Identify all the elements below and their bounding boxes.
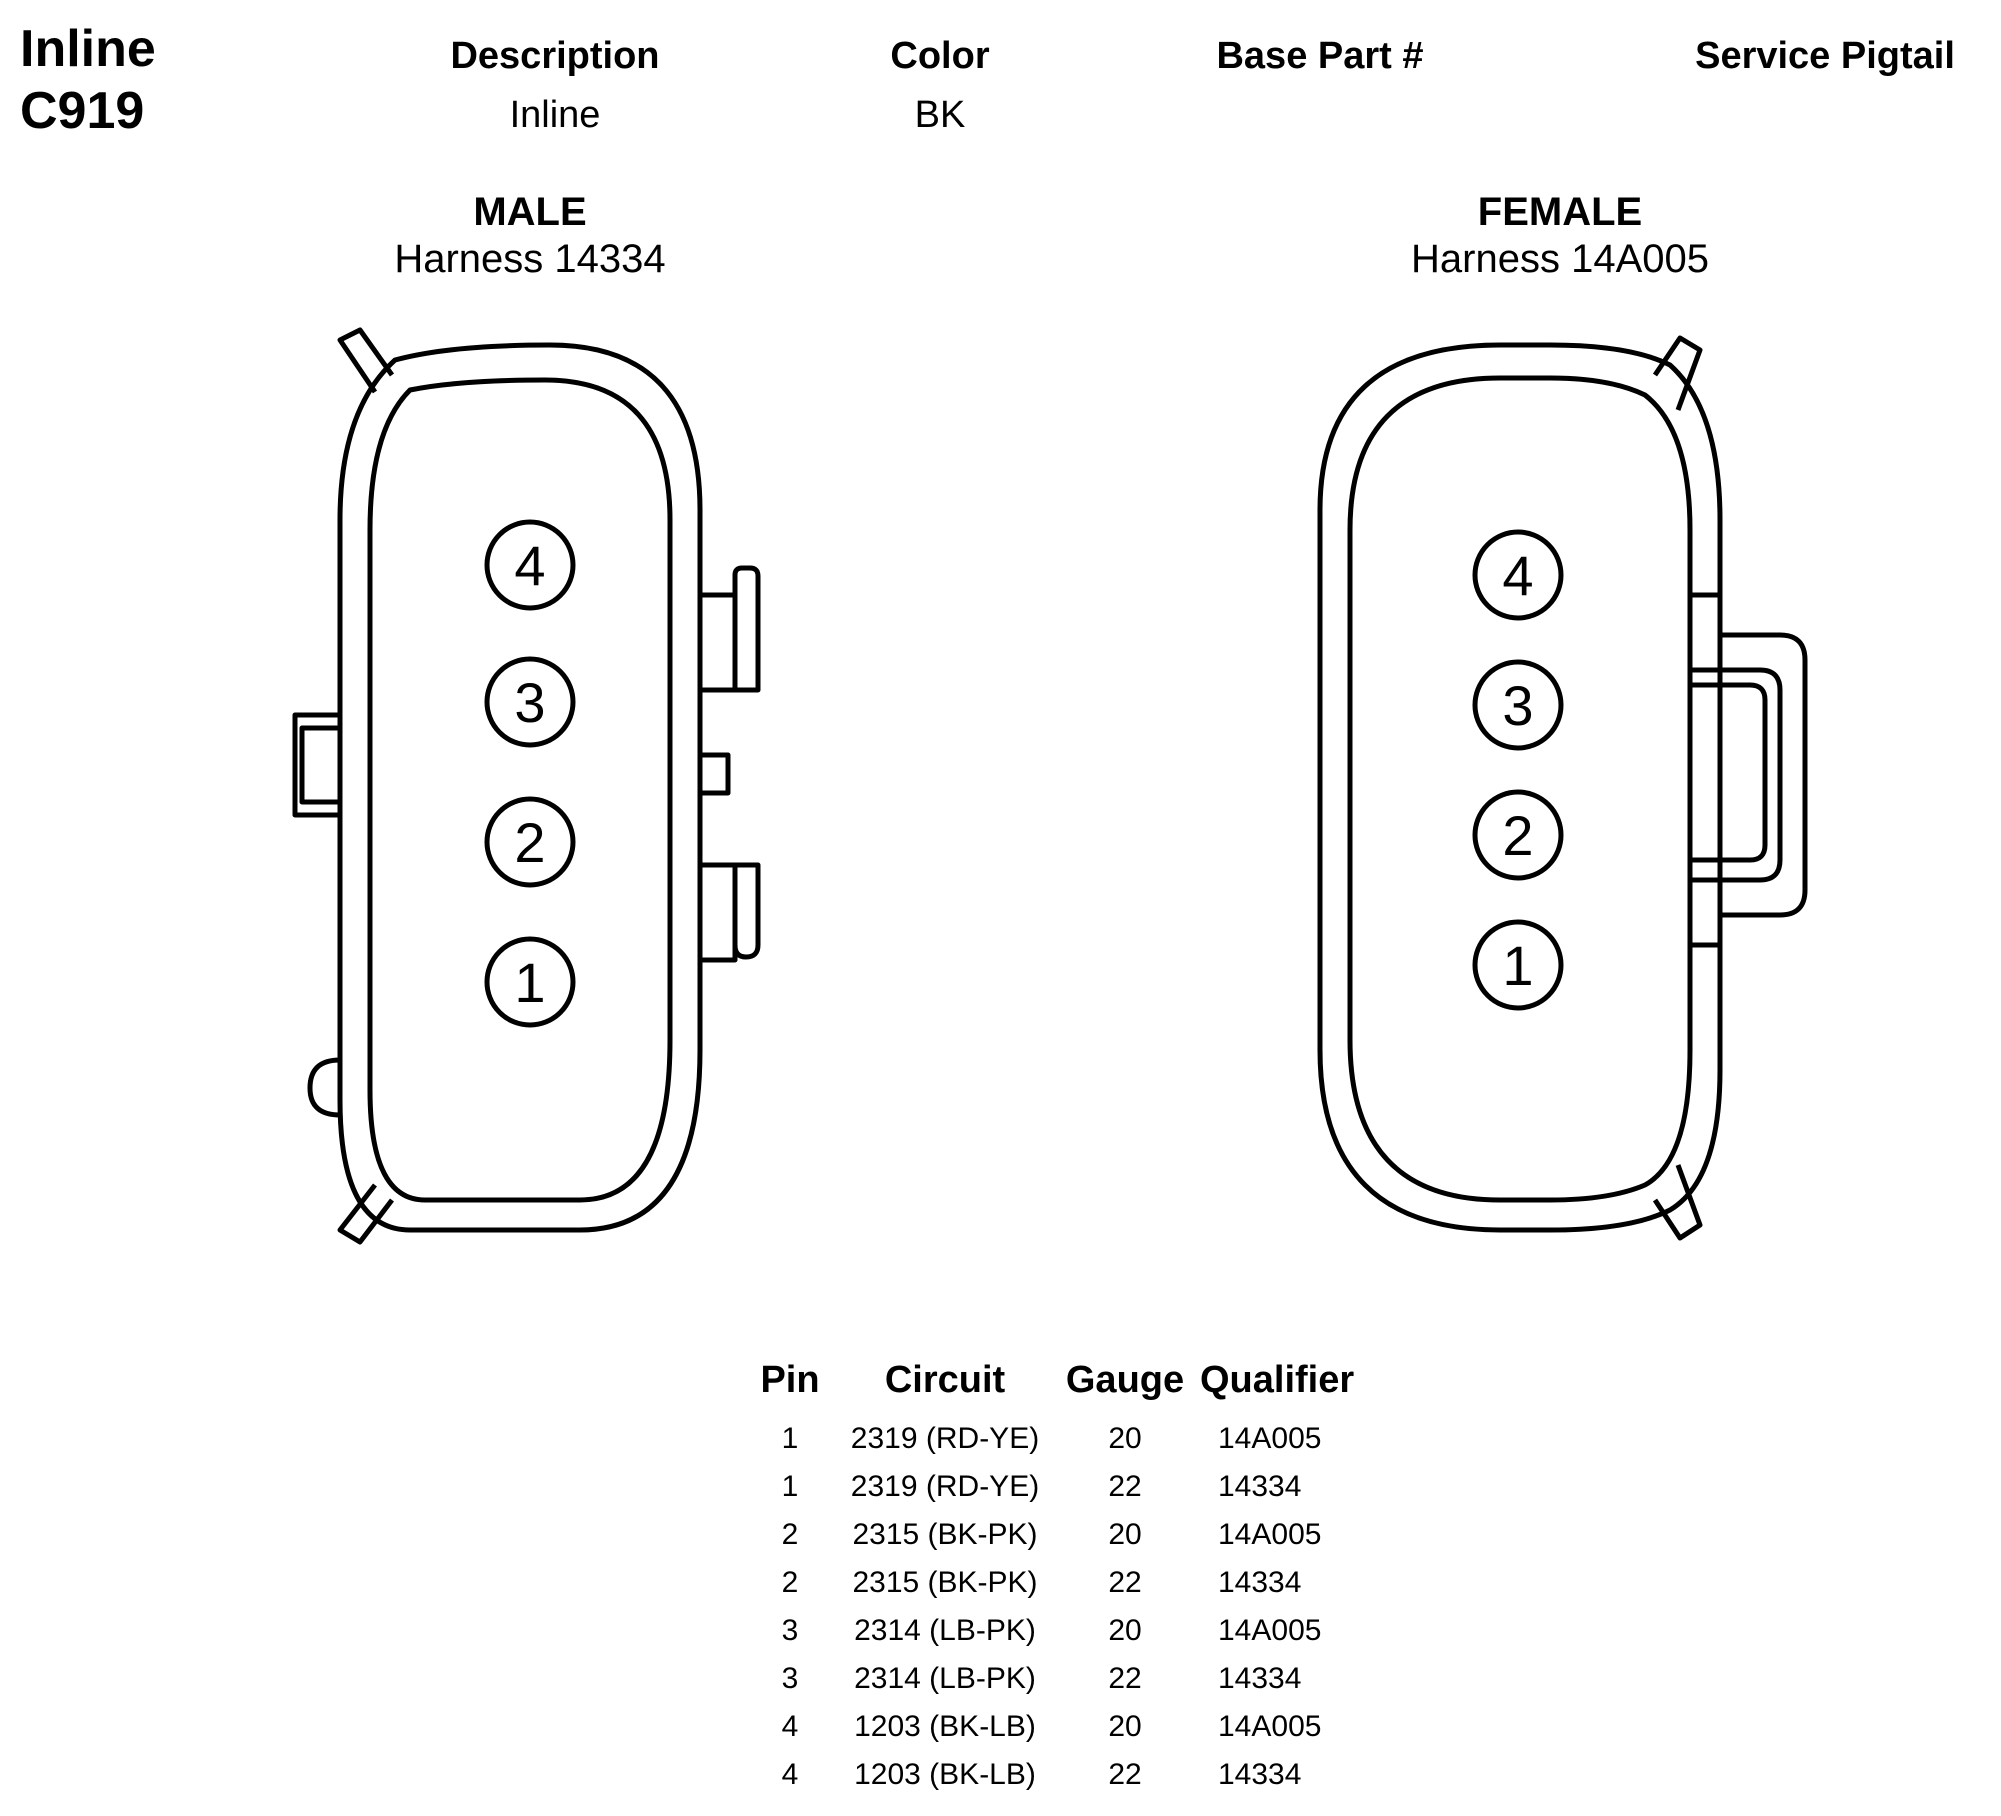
- male-label: MALE: [473, 190, 587, 234]
- service-pigtail-header: Service Pigtail: [1695, 35, 1955, 77]
- pin-column-header: Pin: [760, 1358, 820, 1401]
- gauge-cell: 20: [1108, 1422, 1142, 1455]
- qualifier-cell: 14A005: [1218, 1518, 1322, 1551]
- female-pin: 1: [1472, 919, 1564, 1011]
- pin-cell: 3: [781, 1662, 799, 1695]
- description-value: Inline: [509, 94, 601, 136]
- male-left-bump: [307, 1057, 341, 1118]
- pin-cell: 1: [781, 1470, 799, 1503]
- male-pins: 4 3 2 1: [484, 519, 576, 1028]
- qualifier-cell: 14334: [1218, 1758, 1302, 1791]
- circuit-column-header: Circuit: [884, 1358, 1006, 1401]
- circuit-cell: 2314 (LB-PK): [854, 1614, 1036, 1647]
- male-outer-body: [337, 342, 703, 1233]
- male-bottom-latch: [337, 1183, 394, 1245]
- circuit-cell: 1203 (BK-LB): [854, 1758, 1036, 1791]
- circuit-cell: 2315 (BK-PK): [852, 1566, 1038, 1599]
- gauge-column-header: Gauge: [1065, 1358, 1185, 1401]
- table-row: 3 2314 (LB-PK) 22 14334: [740, 1655, 1368, 1703]
- description-header: Description: [450, 35, 660, 77]
- pin-cell: 4: [781, 1710, 799, 1743]
- circuit-cell: 2319 (RD-YE): [850, 1470, 1040, 1503]
- base-part-header: Base Part #: [1216, 35, 1424, 77]
- qualifier-cell: 14334: [1218, 1470, 1302, 1503]
- table-row: 2 2315 (BK-PK) 22 14334: [740, 1559, 1368, 1607]
- connector-type: Inline: [20, 20, 156, 78]
- male-pin: 3: [484, 656, 576, 748]
- color-header: Color: [890, 35, 990, 77]
- gauge-cell: 22: [1108, 1758, 1142, 1791]
- pin-table-header-row: Pin Circuit Gauge Qualifier: [740, 1355, 1368, 1415]
- table-row: 3 2314 (LB-PK) 20 14A005: [740, 1607, 1368, 1655]
- color-value: BK: [914, 94, 966, 136]
- circuit-cell: 1203 (BK-LB): [854, 1710, 1036, 1743]
- female-pin-label: 4: [1502, 544, 1533, 607]
- male-right-lower-clip: [697, 862, 738, 963]
- female-bottom-latch: [1652, 1164, 1703, 1241]
- male-pin-label: 1: [514, 951, 545, 1014]
- gauge-cell: 22: [1108, 1566, 1142, 1599]
- pin-cell: 2: [781, 1518, 799, 1551]
- female-pin: 2: [1472, 789, 1564, 881]
- table-row: 1 2319 (RD-YE) 22 14334: [740, 1463, 1368, 1511]
- gauge-cell: 20: [1108, 1614, 1142, 1647]
- female-pins: 4 3 2 1: [1472, 529, 1564, 1011]
- circuit-cell: 2315 (BK-PK): [852, 1518, 1038, 1551]
- pin-table: Pin Circuit Gauge Qualifier 1 2319 (RD-Y…: [740, 1355, 1368, 1799]
- table-row: 1 2319 (RD-YE) 20 14A005: [740, 1415, 1368, 1463]
- qualifier-cell: 14334: [1218, 1662, 1302, 1695]
- female-lock-frame: [1690, 592, 1808, 948]
- female-pin-label: 3: [1502, 674, 1533, 737]
- gauge-cell: 22: [1108, 1470, 1142, 1503]
- table-row: 4 1203 (BK-LB) 22 14334: [740, 1751, 1368, 1799]
- male-harness: Harness 14334: [394, 237, 666, 281]
- male-pin: 1: [484, 936, 576, 1028]
- female-label: FEMALE: [1477, 190, 1643, 234]
- qualifier-cell: 14334: [1218, 1566, 1302, 1599]
- qualifier-column-header: Qualifier: [1200, 1358, 1355, 1401]
- gauge-cell: 20: [1108, 1518, 1142, 1551]
- qualifier-cell: 14A005: [1218, 1422, 1322, 1455]
- pin-cell: 4: [781, 1758, 799, 1791]
- gauge-cell: 22: [1108, 1662, 1142, 1695]
- pin-cell: 2: [781, 1566, 799, 1599]
- male-right-nub: [697, 752, 731, 796]
- female-pin: 4: [1472, 529, 1564, 621]
- table-row: 4 1203 (BK-LB) 20 14A005: [740, 1703, 1368, 1751]
- male-inner-body: [367, 377, 673, 1203]
- female-pin: 3: [1472, 659, 1564, 751]
- female-connector-drawing: 4 3 2 1: [1317, 335, 1808, 1241]
- connector-id: C919: [20, 82, 145, 140]
- male-connector-drawing: 4 3 2 1: [292, 327, 761, 1245]
- female-outer-body: [1317, 342, 1723, 1233]
- circuit-cell: 2319 (RD-YE): [850, 1422, 1040, 1455]
- female-harness: Harness 14A005: [1411, 237, 1709, 281]
- male-pin: 4: [484, 519, 576, 611]
- male-pin-label: 2: [514, 811, 545, 874]
- female-pin-label: 1: [1502, 934, 1533, 997]
- male-pin-label: 4: [514, 534, 545, 597]
- male-right-upper-clip: [697, 592, 738, 693]
- circuit-cell: 2314 (LB-PK): [854, 1662, 1036, 1695]
- qualifier-cell: 14A005: [1218, 1710, 1322, 1743]
- male-pin-label: 3: [514, 671, 545, 734]
- female-pin-label: 2: [1502, 804, 1533, 867]
- female-top-latch: [1652, 335, 1703, 411]
- male-top-latch: [337, 327, 395, 394]
- table-row: 2 2315 (BK-PK) 20 14A005: [740, 1511, 1368, 1559]
- qualifier-cell: 14A005: [1218, 1614, 1322, 1647]
- female-inner-body: [1347, 375, 1693, 1203]
- pin-cell: 3: [781, 1614, 799, 1647]
- gauge-cell: 20: [1108, 1710, 1142, 1743]
- male-pin: 2: [484, 796, 576, 888]
- pin-cell: 1: [781, 1422, 799, 1455]
